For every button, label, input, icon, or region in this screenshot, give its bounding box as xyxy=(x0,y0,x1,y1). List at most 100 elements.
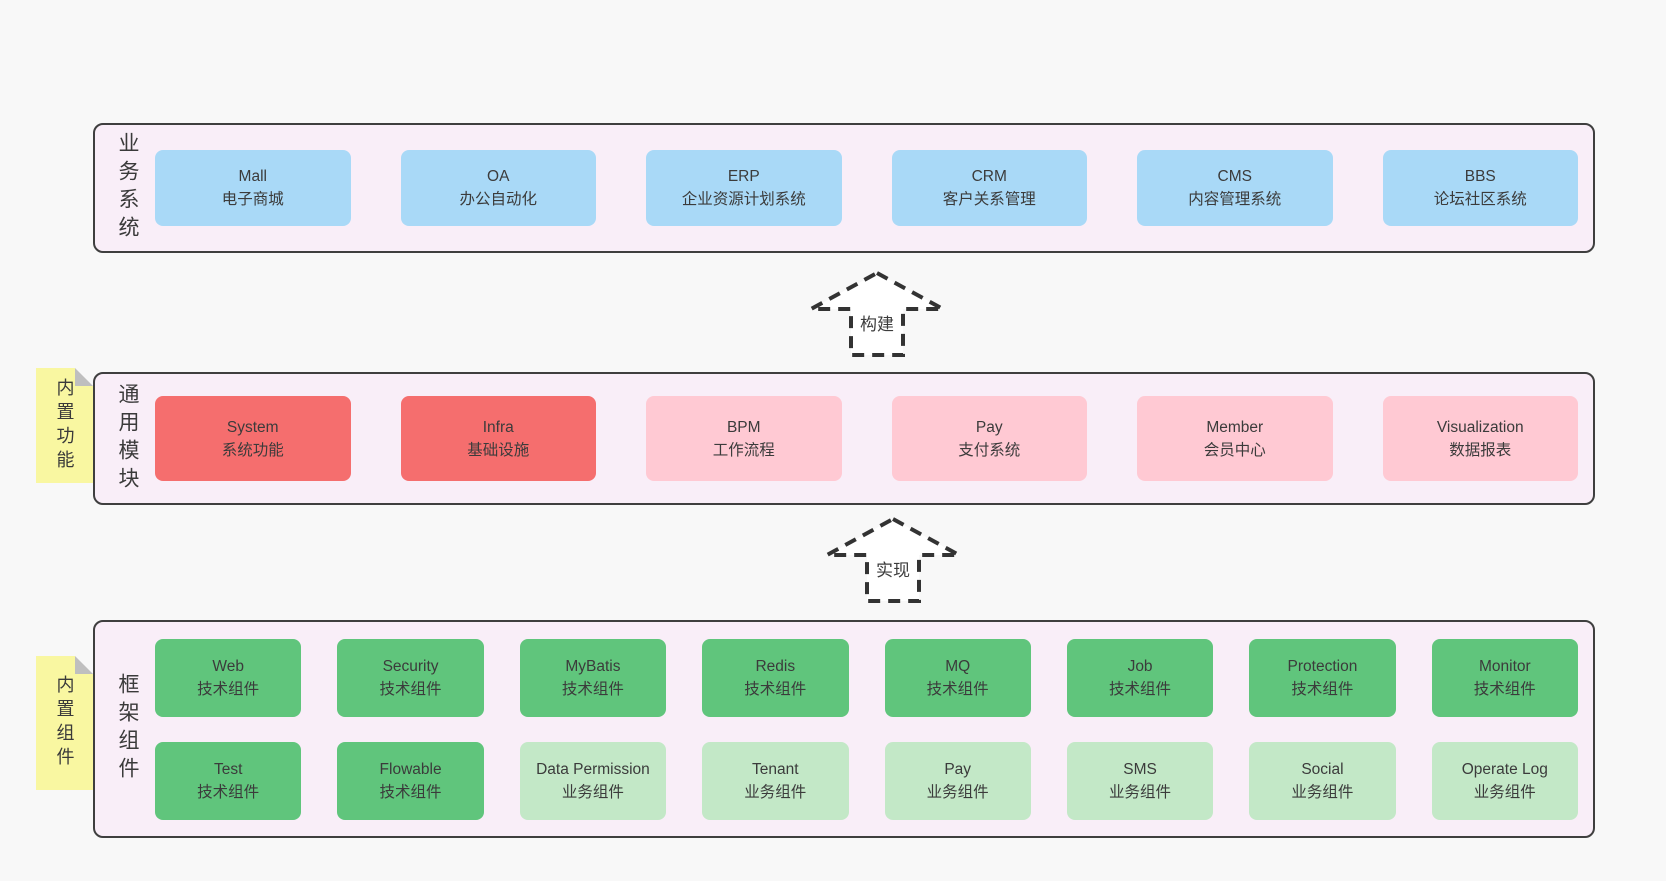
box-visualization: Visualization 数据报表 xyxy=(1382,396,1578,481)
box-en: MQ xyxy=(945,657,971,675)
box-en: Security xyxy=(382,657,439,675)
box-tenant: Tenant 业务组件 xyxy=(702,741,849,820)
box-en: OA xyxy=(487,168,510,185)
note-builtin-components: 内置组件 xyxy=(36,656,93,790)
box-en: MyBatis xyxy=(565,657,621,675)
box-en: Mall xyxy=(238,168,267,185)
box-en: CMS xyxy=(1217,168,1252,185)
framework-components-panel: 框架组件 Web 技术组件 Security 技术组件 MyBatis 技术组件… xyxy=(93,620,1595,838)
build-arrow-label: 构建 xyxy=(857,310,897,335)
box-zh: 业务组件 xyxy=(1473,783,1536,801)
box-zh: 办公自动化 xyxy=(459,191,537,208)
box-infra: Infra 基础设施 xyxy=(400,396,596,481)
box-mq: MQ 技术组件 xyxy=(884,638,1031,717)
box-zh: 系统功能 xyxy=(221,441,284,459)
box-zh: 技术组件 xyxy=(561,680,624,698)
box-en: Job xyxy=(1127,657,1153,675)
box-redis: Redis 技术组件 xyxy=(702,638,849,717)
box-zh: 论坛社区系统 xyxy=(1433,191,1527,208)
box-zh: 技术组件 xyxy=(926,680,989,698)
box-zh: 业务组件 xyxy=(1109,783,1172,801)
common-modules-panel: 通用模块 System 系统功能 Infra 基础设施 BPM 工作流程 Pay… xyxy=(93,372,1595,505)
box-en: Tenant xyxy=(752,760,799,778)
box-oa: OA 办公自动化 xyxy=(400,150,596,226)
box-zh: 技术组件 xyxy=(1473,680,1536,698)
box-zh: 业务组件 xyxy=(561,783,624,801)
box-sms: SMS 业务组件 xyxy=(1066,741,1214,820)
box-zh: 技术组件 xyxy=(1291,680,1354,698)
common-modules-label: 通用模块 xyxy=(116,382,139,495)
box-operate-log: Operate Log 业务组件 xyxy=(1431,741,1578,820)
business-systems-label: 业务系统 xyxy=(116,132,139,244)
box-en: BPM xyxy=(726,418,761,436)
box-en: Redis xyxy=(755,657,796,675)
box-mybatis: MyBatis 技术组件 xyxy=(519,638,667,717)
box-web: Web 技术组件 xyxy=(155,638,302,717)
box-en: Web xyxy=(212,657,244,675)
box-en: CRM xyxy=(971,168,1007,185)
box-zh: 电子商城 xyxy=(221,191,284,208)
box-flowable: Flowable 技术组件 xyxy=(337,741,484,820)
box-pay-system: Pay 支付系统 xyxy=(891,396,1087,481)
box-zh: 技术组件 xyxy=(744,680,807,698)
box-zh: 支付系统 xyxy=(958,441,1021,459)
box-test: Test 技术组件 xyxy=(155,741,302,820)
box-zh: 技术组件 xyxy=(1109,680,1172,698)
box-cms: CMS 内容管理系统 xyxy=(1137,150,1333,226)
note-text: 内置组件 xyxy=(54,675,75,771)
box-en: Operate Log xyxy=(1461,760,1548,778)
box-zh: 技术组件 xyxy=(197,680,260,698)
implement-arrow: 实现 xyxy=(823,516,963,604)
framework-components-label: 框架组件 xyxy=(116,673,139,785)
box-zh: 内容管理系统 xyxy=(1188,191,1282,208)
box-pay-component: Pay 业务组件 xyxy=(884,741,1031,820)
box-en: System xyxy=(226,418,279,436)
box-en: Visualization xyxy=(1436,418,1524,436)
box-bpm: BPM 工作流程 xyxy=(646,396,842,481)
box-erp: ERP 企业资源计划系统 xyxy=(646,150,842,226)
implement-arrow-label: 实现 xyxy=(873,556,913,581)
box-en: Monitor xyxy=(1478,657,1531,675)
box-mall: Mall 电子商城 xyxy=(155,150,351,226)
box-member: Member 会员中心 xyxy=(1137,396,1333,481)
box-data-permission: Data Permission 业务组件 xyxy=(519,741,667,820)
box-en: SMS xyxy=(1123,760,1157,778)
box-bbs: BBS 论坛社区系统 xyxy=(1382,150,1578,226)
framework-components-boxes: Web 技术组件 Security 技术组件 MyBatis 技术组件 Redi… xyxy=(155,622,1593,836)
box-en: Flowable xyxy=(379,760,442,778)
box-zh: 会员中心 xyxy=(1203,441,1266,459)
common-modules-boxes: System 系统功能 Infra 基础设施 BPM 工作流程 Pay 支付系统… xyxy=(155,374,1593,503)
box-zh: 技术组件 xyxy=(197,783,260,801)
box-en: Member xyxy=(1206,418,1264,436)
box-en: BBS xyxy=(1464,168,1496,185)
box-en: Social xyxy=(1301,760,1344,778)
note-text: 内置功能 xyxy=(54,377,75,474)
box-zh: 技术组件 xyxy=(379,783,442,801)
box-en: ERP xyxy=(727,168,760,185)
components-row-2: Test 技术组件 Flowable 技术组件 Data Permission … xyxy=(155,741,1578,820)
box-zh: 数据报表 xyxy=(1449,441,1512,459)
box-monitor: Monitor 技术组件 xyxy=(1431,638,1578,717)
box-protection: Protection 技术组件 xyxy=(1249,638,1396,717)
box-zh: 工作流程 xyxy=(712,441,775,459)
note-builtin-features: 内置功能 xyxy=(36,368,93,483)
box-zh: 业务组件 xyxy=(1291,783,1354,801)
box-crm: CRM 客户关系管理 xyxy=(891,150,1087,226)
box-en: Data Permission xyxy=(536,760,650,778)
business-systems-boxes: Mall 电子商城 OA 办公自动化 ERP 企业资源计划系统 CRM 客户关系… xyxy=(155,125,1593,251)
box-system: System 系统功能 xyxy=(155,396,351,481)
box-zh: 客户关系管理 xyxy=(942,191,1036,208)
box-job: Job 技术组件 xyxy=(1066,638,1214,717)
box-en: Infra xyxy=(482,418,514,436)
box-zh: 基础设施 xyxy=(467,441,530,459)
components-row-1: Web 技术组件 Security 技术组件 MyBatis 技术组件 Redi… xyxy=(155,638,1578,717)
box-zh: 技术组件 xyxy=(379,680,442,698)
box-en: Pay xyxy=(944,760,972,778)
box-social: Social 业务组件 xyxy=(1249,741,1396,820)
box-en: Pay xyxy=(975,418,1003,436)
box-zh: 企业资源计划系统 xyxy=(681,191,806,208)
build-arrow: 构建 xyxy=(807,270,947,358)
box-security: Security 技术组件 xyxy=(337,638,484,717)
box-zh: 业务组件 xyxy=(926,783,989,801)
business-systems-panel: 业务系统 Mall 电子商城 OA 办公自动化 ERP 企业资源计划系统 CRM… xyxy=(93,123,1595,253)
